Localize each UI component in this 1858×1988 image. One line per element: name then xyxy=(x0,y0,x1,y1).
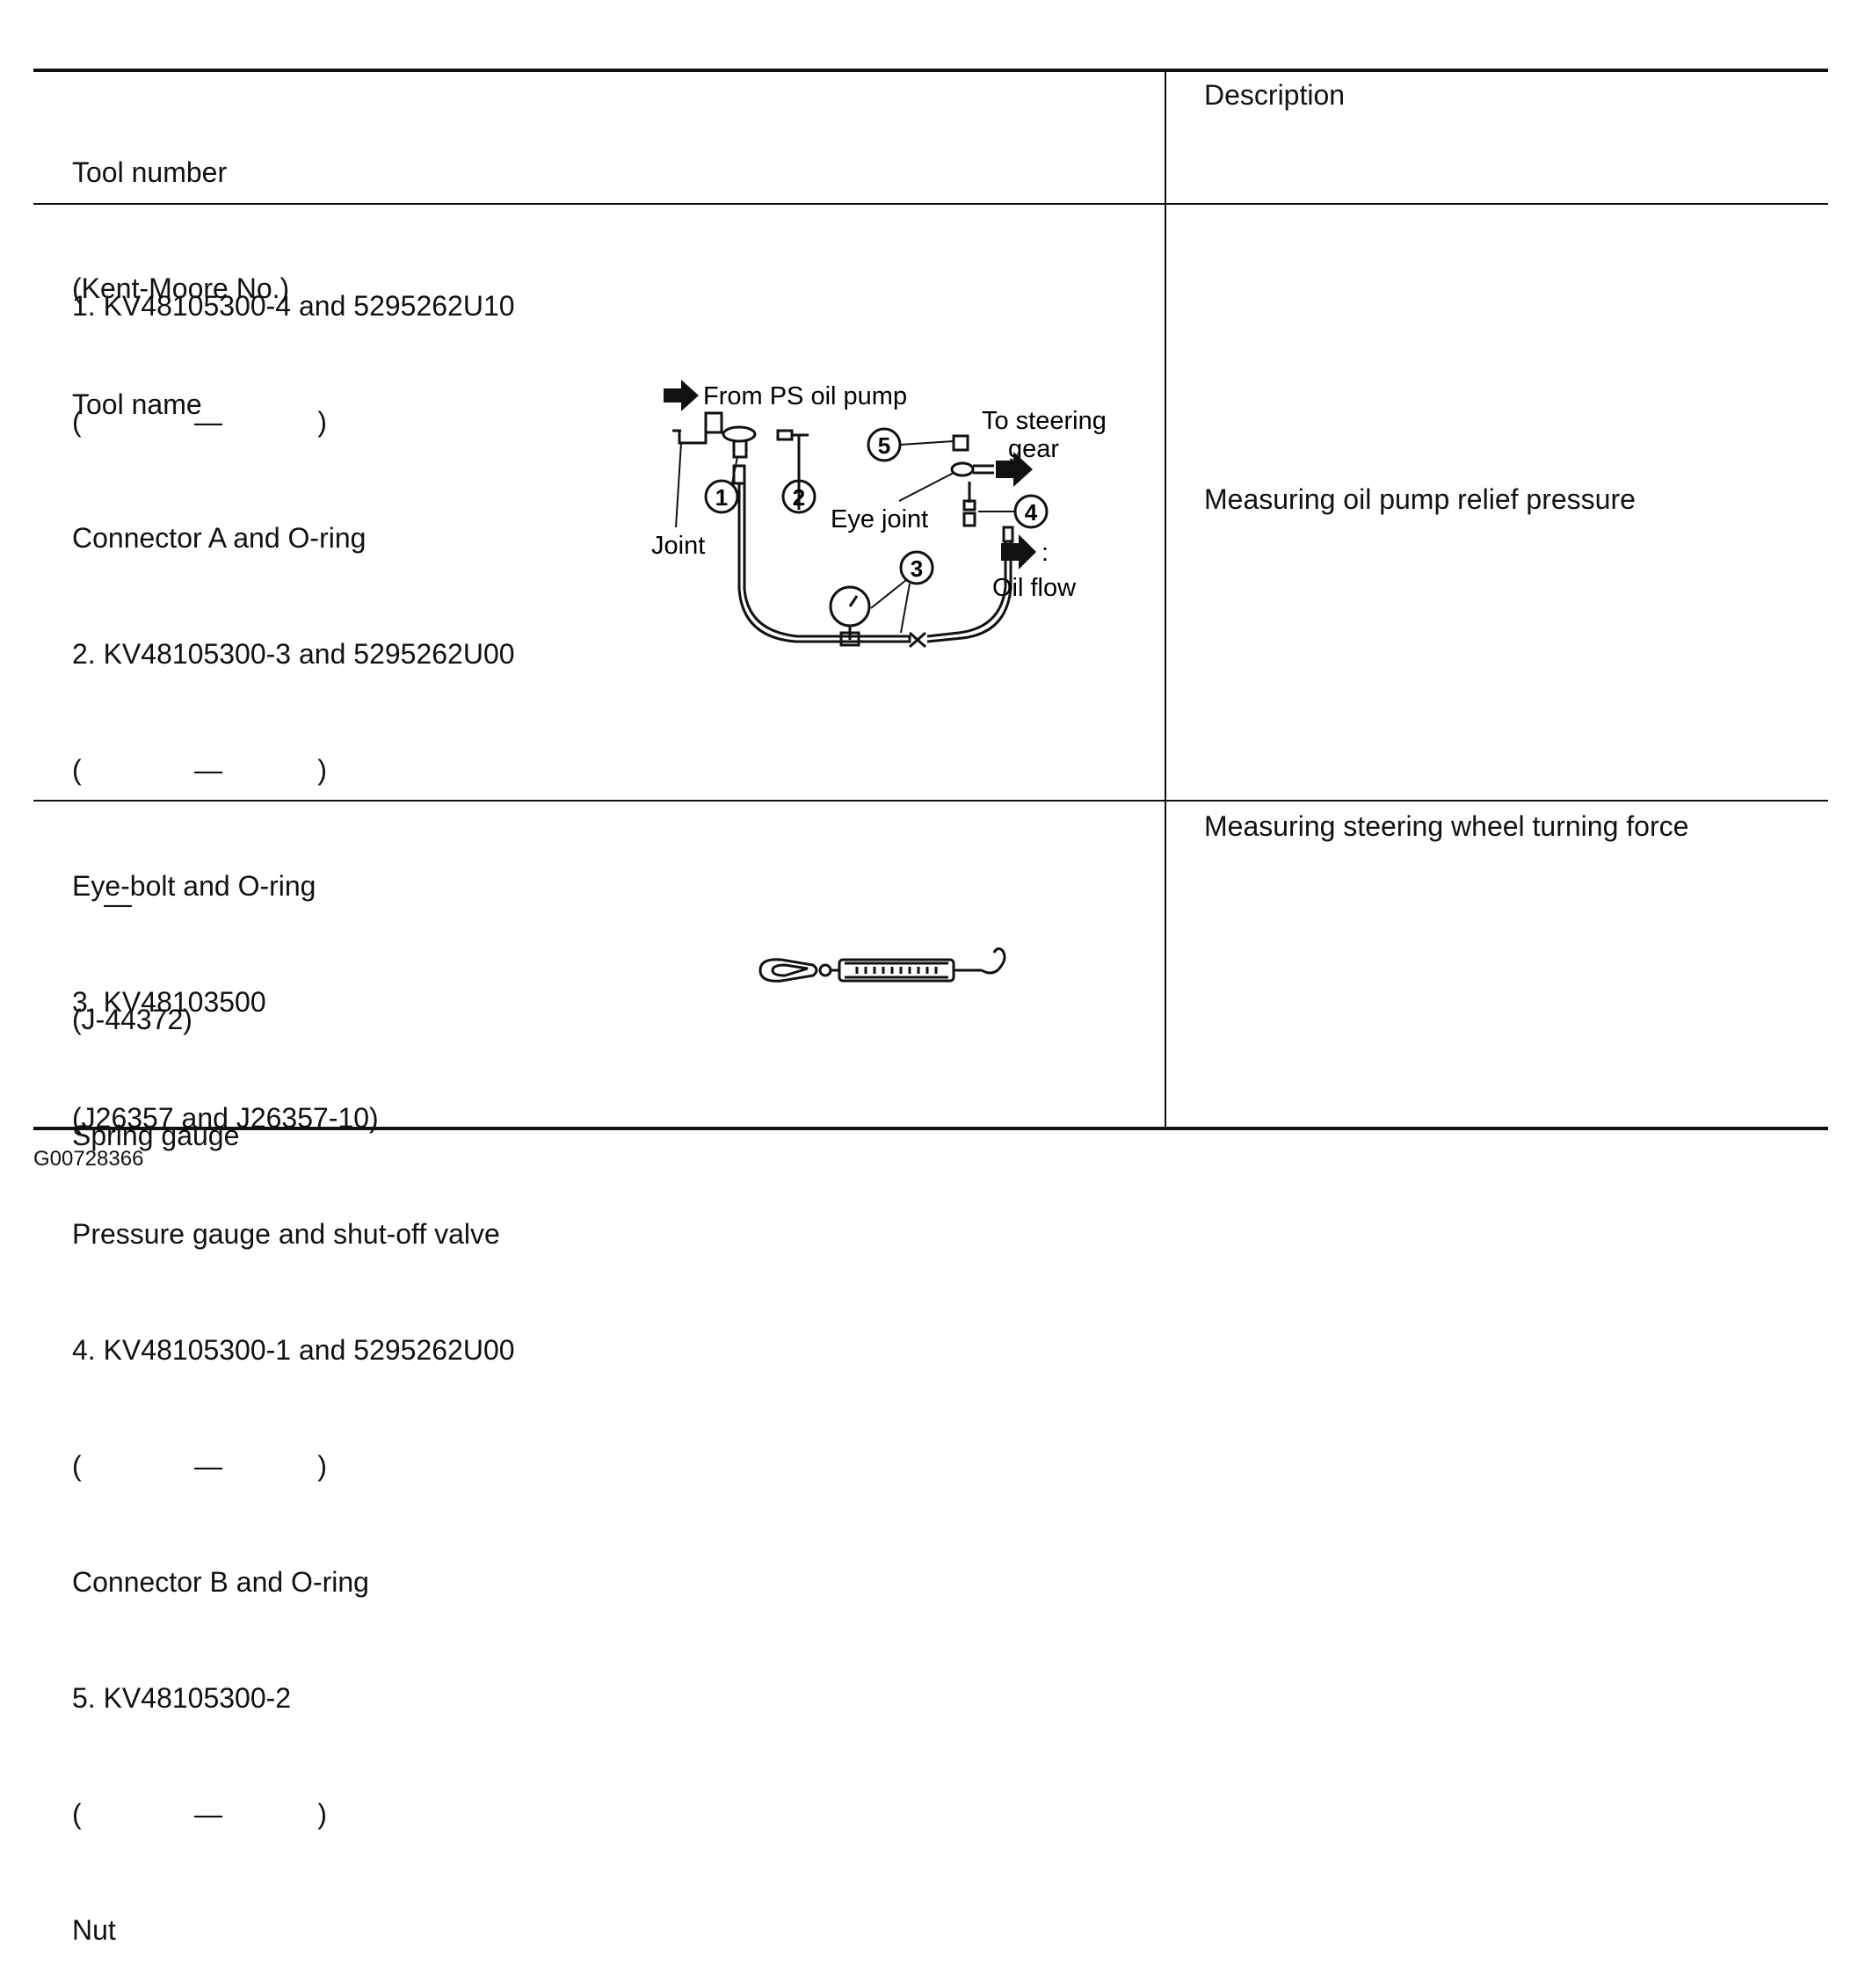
svg-text:3: 3 xyxy=(911,555,923,582)
row2-description: Measuring steering wheel turning force xyxy=(1204,810,1689,842)
pressure-gauge-diagram: From PS oil pump Joint 1 2 xyxy=(651,380,1107,649)
spring-gauge-kent-moore: (J-44372) xyxy=(72,1004,192,1035)
oil-flow-arrow-icon xyxy=(1001,534,1036,570)
callout-1: 1 xyxy=(704,479,739,514)
row2-tool-list: — (J-44372) Spring gauge xyxy=(72,807,239,1194)
tool-2-kent-moore: (—) xyxy=(72,754,327,786)
svg-text:4: 4 xyxy=(1025,499,1038,526)
spring-gauge-illustration xyxy=(758,947,1006,983)
tool-3-kent-moore: (J26357 and J26357-10) xyxy=(72,1102,379,1134)
tool-2-name: Eye-bolt and O-ring xyxy=(72,870,316,902)
spring-gauge-dash: — xyxy=(104,888,132,919)
tool-4-kent-moore: (—) xyxy=(72,1450,327,1482)
tool-2-number: 2. KV48105300-3 and 5295262U00 xyxy=(72,638,515,670)
label-to-steering: To steering xyxy=(982,407,1107,435)
label-oil-flow: Oil flow xyxy=(992,574,1077,602)
tool-5-kent-moore: (—) xyxy=(72,1798,327,1830)
callout-3: 3 xyxy=(899,550,934,585)
callout-5: 5 xyxy=(867,427,902,462)
connector-1-icon xyxy=(722,425,757,485)
callout-4: 4 xyxy=(1013,494,1049,529)
label-from-pump: From PS oil pump xyxy=(703,382,907,410)
header-kent-moore: (Kent-Moore No.) xyxy=(72,272,290,304)
svg-text:1: 1 xyxy=(715,484,728,511)
svg-text:5: 5 xyxy=(878,432,890,459)
header-description: Description xyxy=(1204,79,1346,111)
tool-4-number: 4. KV48105300-1 and 5295262U00 xyxy=(72,1334,515,1366)
nut-icon xyxy=(952,434,969,452)
callout-2: 2 xyxy=(781,479,817,514)
joint-fitting-icon xyxy=(672,411,723,445)
label-joint: Joint xyxy=(651,532,705,560)
header-bottom-rule xyxy=(33,203,1828,205)
table-bottom-rule xyxy=(33,1127,1828,1130)
svg-text:2: 2 xyxy=(793,484,805,511)
tool-4-name: Connector B and O-ring xyxy=(72,1566,369,1598)
tool-1-name: Connector A and O-ring xyxy=(72,522,367,554)
tool-3-number: 3. KV48103500 xyxy=(72,986,266,1018)
hose-assembly-icon xyxy=(737,483,1014,643)
label-eye-joint: Eye joint xyxy=(831,505,928,533)
spring-gauge-icon xyxy=(758,947,1006,983)
tool-1-kent-moore: (—) xyxy=(72,406,327,438)
row1-description: Measuring oil pump relief pressure xyxy=(1204,483,1636,515)
flow-arrow-icon xyxy=(664,380,699,411)
tool-5-name: Nut xyxy=(72,1914,116,1946)
label-colon: : xyxy=(1041,539,1049,567)
pressure-gauge-icon xyxy=(829,585,926,649)
row1-bottom-rule xyxy=(33,800,1828,802)
to-gear-arrow-icon xyxy=(996,452,1033,487)
header-tool-column: Tool number (Kent-Moore No.) Tool name xyxy=(72,76,289,462)
spring-gauge-name: Spring gauge xyxy=(72,1120,240,1151)
eye-joint-icon xyxy=(950,461,994,477)
connector-4-icon xyxy=(962,482,976,527)
tool-1-number: 1. KV48105300-4 and 5295262U10 xyxy=(72,290,515,322)
eye-bolt-icon xyxy=(776,429,809,510)
tool-3-name: Pressure gauge and shut-off valve xyxy=(72,1218,500,1250)
column-divider xyxy=(1165,69,1166,1130)
table-top-rule xyxy=(33,69,1828,72)
tool-5-number: 5. KV48105300-2 xyxy=(72,1682,292,1714)
header-tool-name: Tool name xyxy=(72,388,202,420)
header-tool-number: Tool number xyxy=(72,156,228,188)
figure-code: G00728366 xyxy=(33,1147,144,1171)
